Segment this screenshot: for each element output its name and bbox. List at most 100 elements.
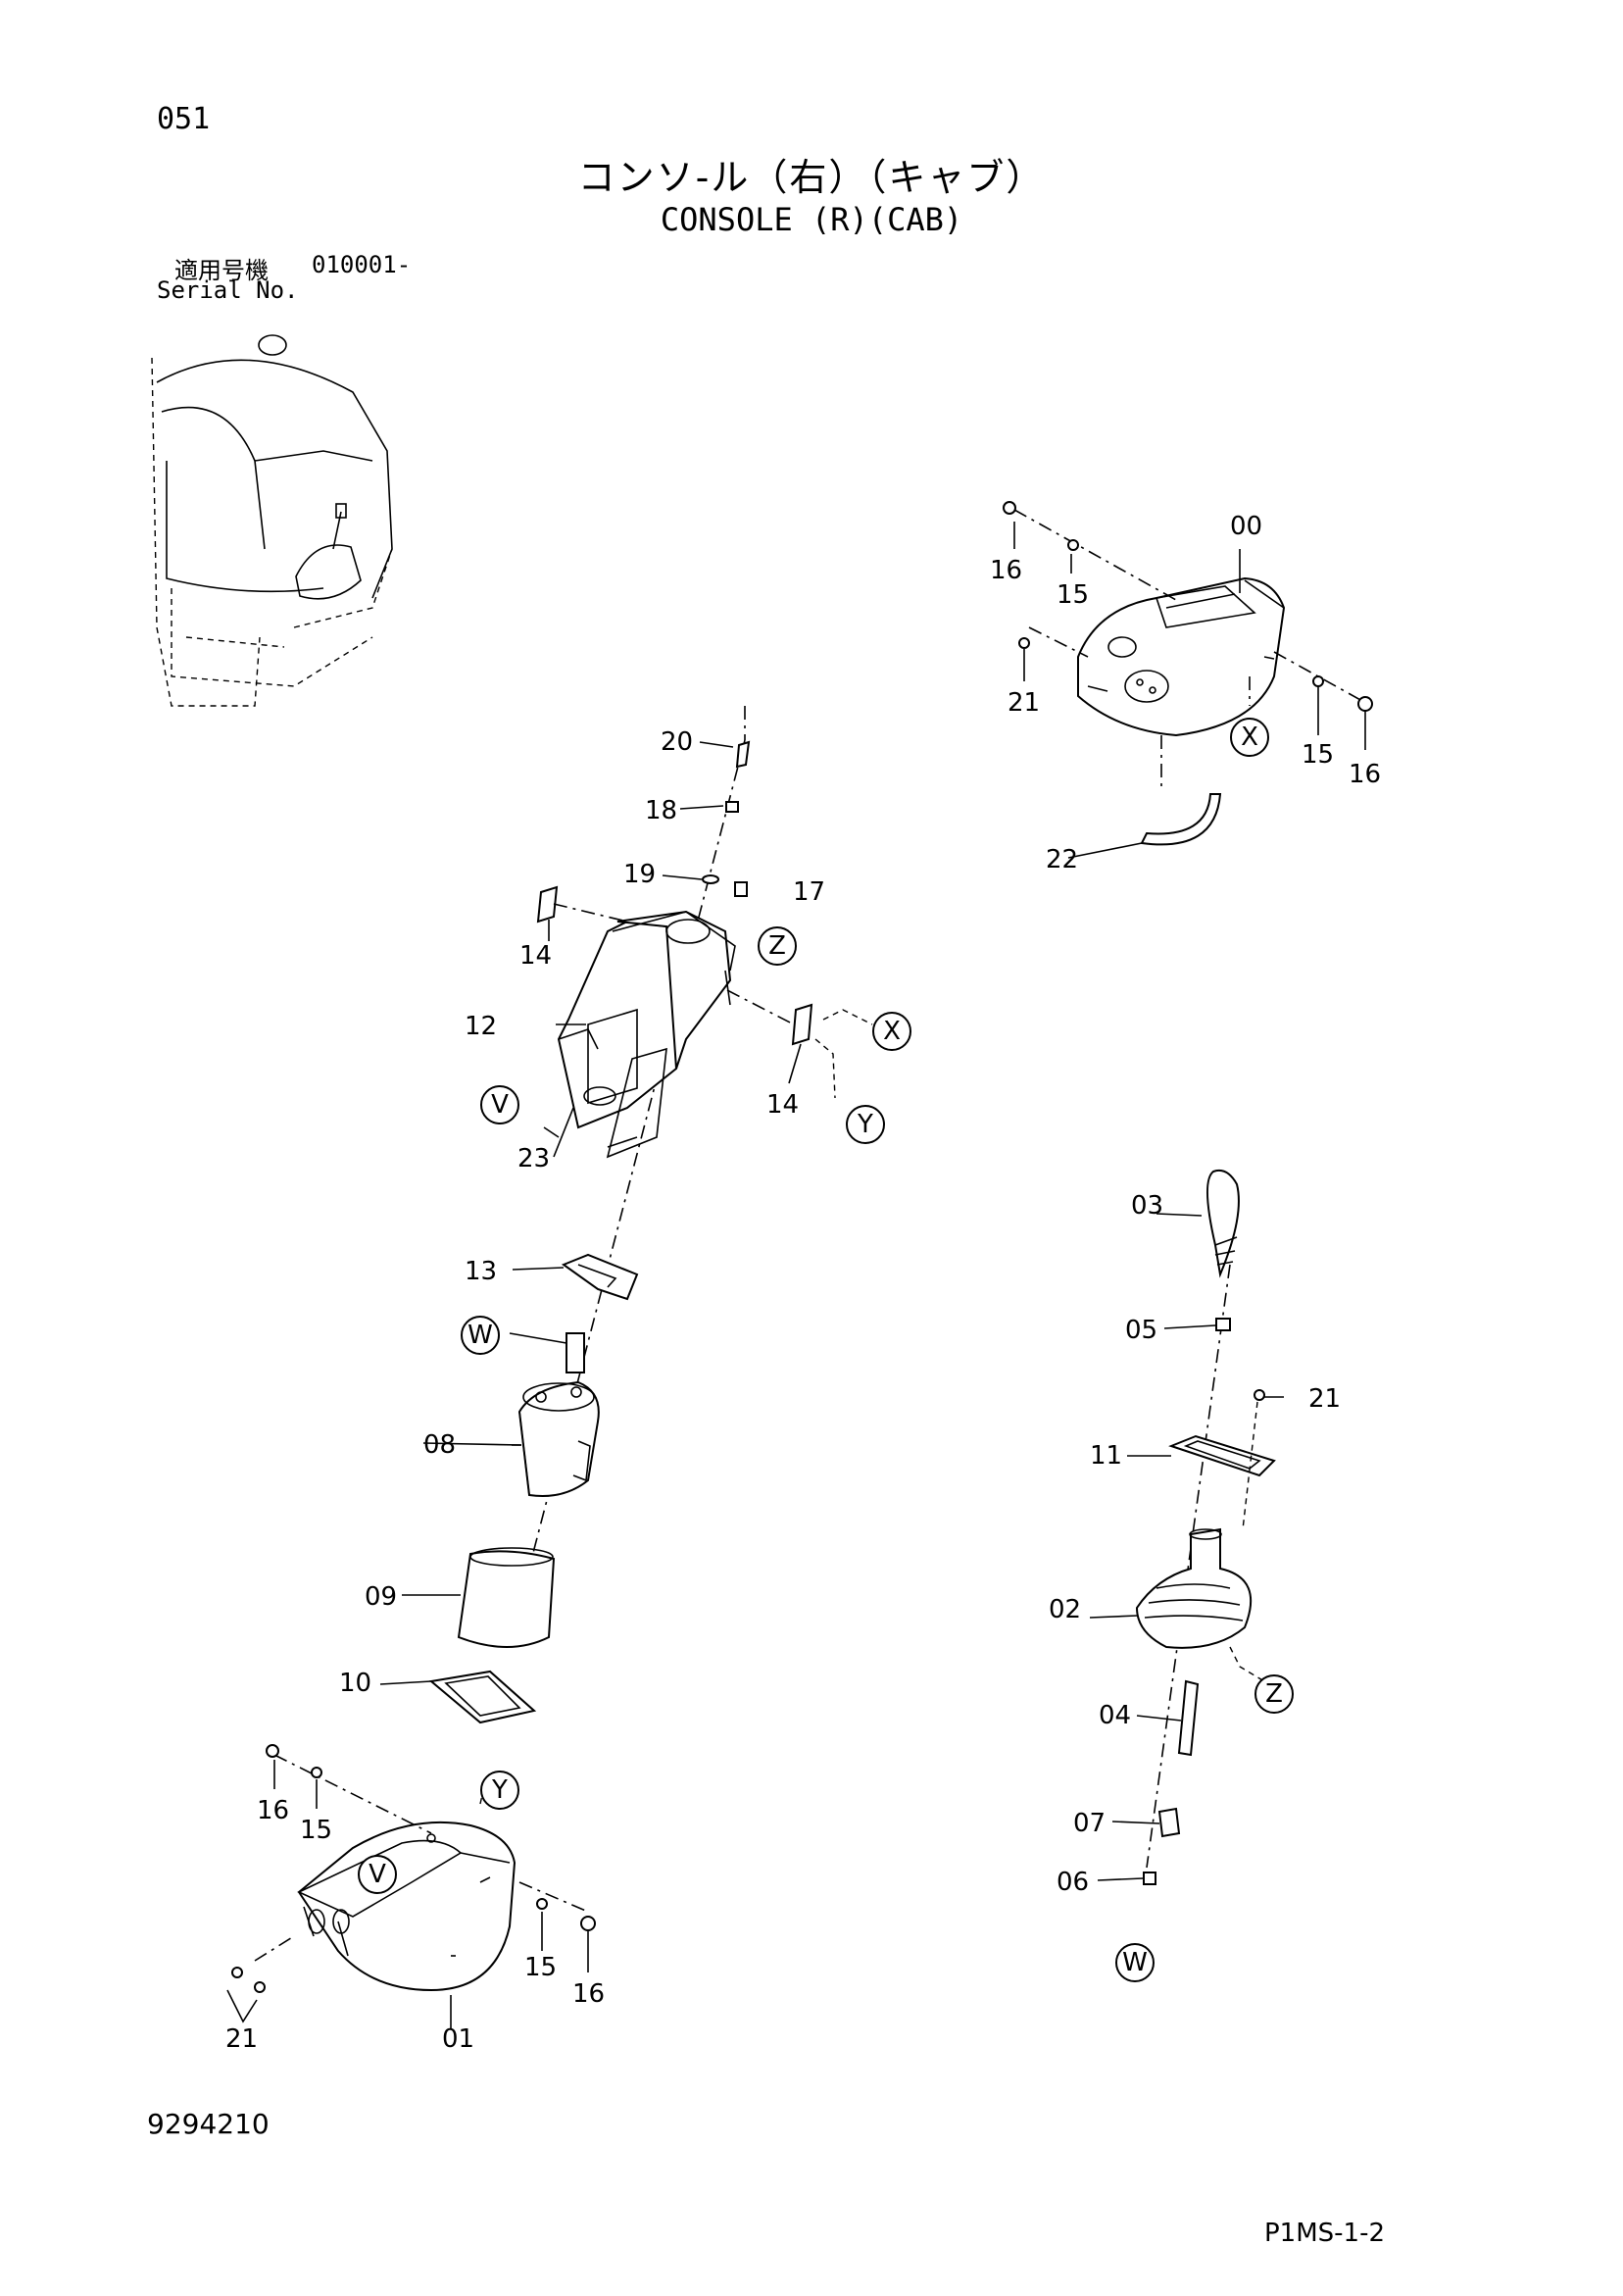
axis-line [1146, 1264, 1231, 1869]
label-part-16: 16 [572, 1979, 605, 2009]
label-part-20: 20 [661, 727, 693, 757]
part-20-pin [735, 740, 751, 769]
part-03-grip [1205, 1169, 1240, 1278]
label-part-12: 12 [465, 1012, 497, 1041]
part-21-screw [254, 1981, 266, 1993]
label-part-13: 13 [465, 1257, 497, 1286]
label-part-07: 07 [1073, 1809, 1106, 1838]
cab-location-inset [151, 334, 393, 707]
label-part-15: 15 [1302, 740, 1334, 770]
label-part-16: 16 [257, 1796, 289, 1825]
part-14-plate [536, 885, 559, 923]
label-part-06: 06 [1057, 1868, 1089, 1897]
part-21-screw [1018, 637, 1030, 649]
callout-w: W [467, 1321, 493, 1350]
leader-line [726, 989, 795, 1025]
page-number: 051 [157, 102, 211, 136]
callout-w: W [1122, 1948, 1148, 1977]
part-16-bolt [580, 1916, 596, 1931]
title-japanese: コンソ-ル（右）（キャブ） [577, 156, 1046, 199]
leader-line [273, 1754, 432, 1834]
part-15-washer [536, 1898, 548, 1910]
leader-line [254, 1935, 295, 1962]
part-00-cover [1077, 576, 1286, 737]
label-part-21: 21 [225, 2024, 258, 2054]
part-16-bolt [1003, 501, 1016, 515]
document-number: 9294210 [147, 2108, 270, 2140]
label-part-14: 14 [766, 1090, 799, 1120]
label-part-21: 21 [1008, 688, 1040, 718]
label-part-22: 22 [1046, 845, 1078, 874]
leader-line [1028, 626, 1089, 658]
label-part-16: 16 [1349, 760, 1381, 789]
serial-value: 010001- [312, 251, 412, 278]
part-13-gasket-inner [577, 1264, 617, 1288]
callout-v: V [491, 1090, 509, 1120]
leader-line [822, 1009, 873, 1025]
callout-y: Y [491, 1775, 508, 1805]
label-leaders [273, 522, 1366, 2029]
label-part-17: 17 [793, 877, 825, 907]
part-21-screw [1254, 1389, 1265, 1401]
label-part-03: 03 [1131, 1191, 1163, 1221]
part-06-nut [1143, 1872, 1156, 1885]
part-03-grip-thread [1214, 1236, 1238, 1266]
label-part-18: 18 [645, 796, 677, 825]
label-part-10: 10 [339, 1669, 371, 1698]
label-part-04: 04 [1099, 1701, 1131, 1730]
leader-line [1013, 509, 1177, 601]
label-part-21: 21 [1308, 1384, 1341, 1414]
callout-circles [358, 718, 1294, 1982]
label-part-15: 15 [300, 1816, 332, 1845]
part-05-nut [1215, 1318, 1231, 1331]
callout-x: X [1241, 723, 1258, 752]
callout-z: Z [1265, 1679, 1283, 1709]
part-18-nut [725, 801, 739, 813]
callout-x: X [883, 1017, 901, 1046]
leader-line [226, 1989, 258, 2023]
callout-v: V [369, 1860, 386, 1889]
part-04-rod [1177, 1679, 1200, 1757]
part-02-boot [1135, 1527, 1253, 1649]
part-19-washer [702, 874, 719, 884]
part-09-boot-top [469, 1547, 554, 1567]
leader-line [518, 1881, 589, 1913]
callout-y: Y [857, 1110, 873, 1139]
label-part-15: 15 [524, 1953, 557, 1982]
part-10-plate-inner [444, 1675, 521, 1717]
label-part-11: 11 [1090, 1441, 1122, 1471]
part-17-bolt [734, 881, 748, 897]
part-08-pilot-valve [517, 1332, 600, 1497]
serial-label-english: Serial No. [157, 276, 299, 304]
leader-line [1229, 1646, 1265, 1682]
part-07-collar [1157, 1807, 1181, 1838]
part-15-washer [1067, 539, 1079, 551]
part-22-strap [1140, 793, 1222, 846]
label-part-15: 15 [1057, 580, 1089, 610]
title-english: CONSOLE (R)(CAB) [660, 201, 963, 238]
part-12-bracket [557, 910, 736, 1159]
part-21-screw [231, 1967, 243, 1978]
leader-line [814, 1038, 836, 1099]
label-part-05: 05 [1125, 1316, 1157, 1345]
part-16-bolt [266, 1744, 279, 1758]
part-14-plate [791, 1003, 813, 1046]
label-part-19: 19 [623, 860, 656, 889]
label-part-14: 14 [519, 941, 552, 971]
part-15-washer [311, 1767, 322, 1778]
callout-z: Z [768, 931, 786, 961]
label-part-02: 02 [1049, 1595, 1081, 1624]
part-09-boot [457, 1550, 556, 1648]
part-15-washer [1312, 675, 1324, 687]
label-part-00: 00 [1230, 512, 1262, 541]
part-11-plate [1168, 1434, 1276, 1477]
label-part-09: 09 [365, 1582, 397, 1612]
part-11-plate-inner [1183, 1440, 1261, 1470]
part-01-lower-cover [297, 1821, 516, 1992]
label-part-23: 23 [517, 1144, 550, 1173]
label-part-08: 08 [423, 1430, 456, 1460]
serial-label-japanese: 適用号機 [174, 257, 269, 284]
page-code: P1MS-1-2 [1264, 2219, 1386, 2248]
leader-line [553, 903, 628, 923]
